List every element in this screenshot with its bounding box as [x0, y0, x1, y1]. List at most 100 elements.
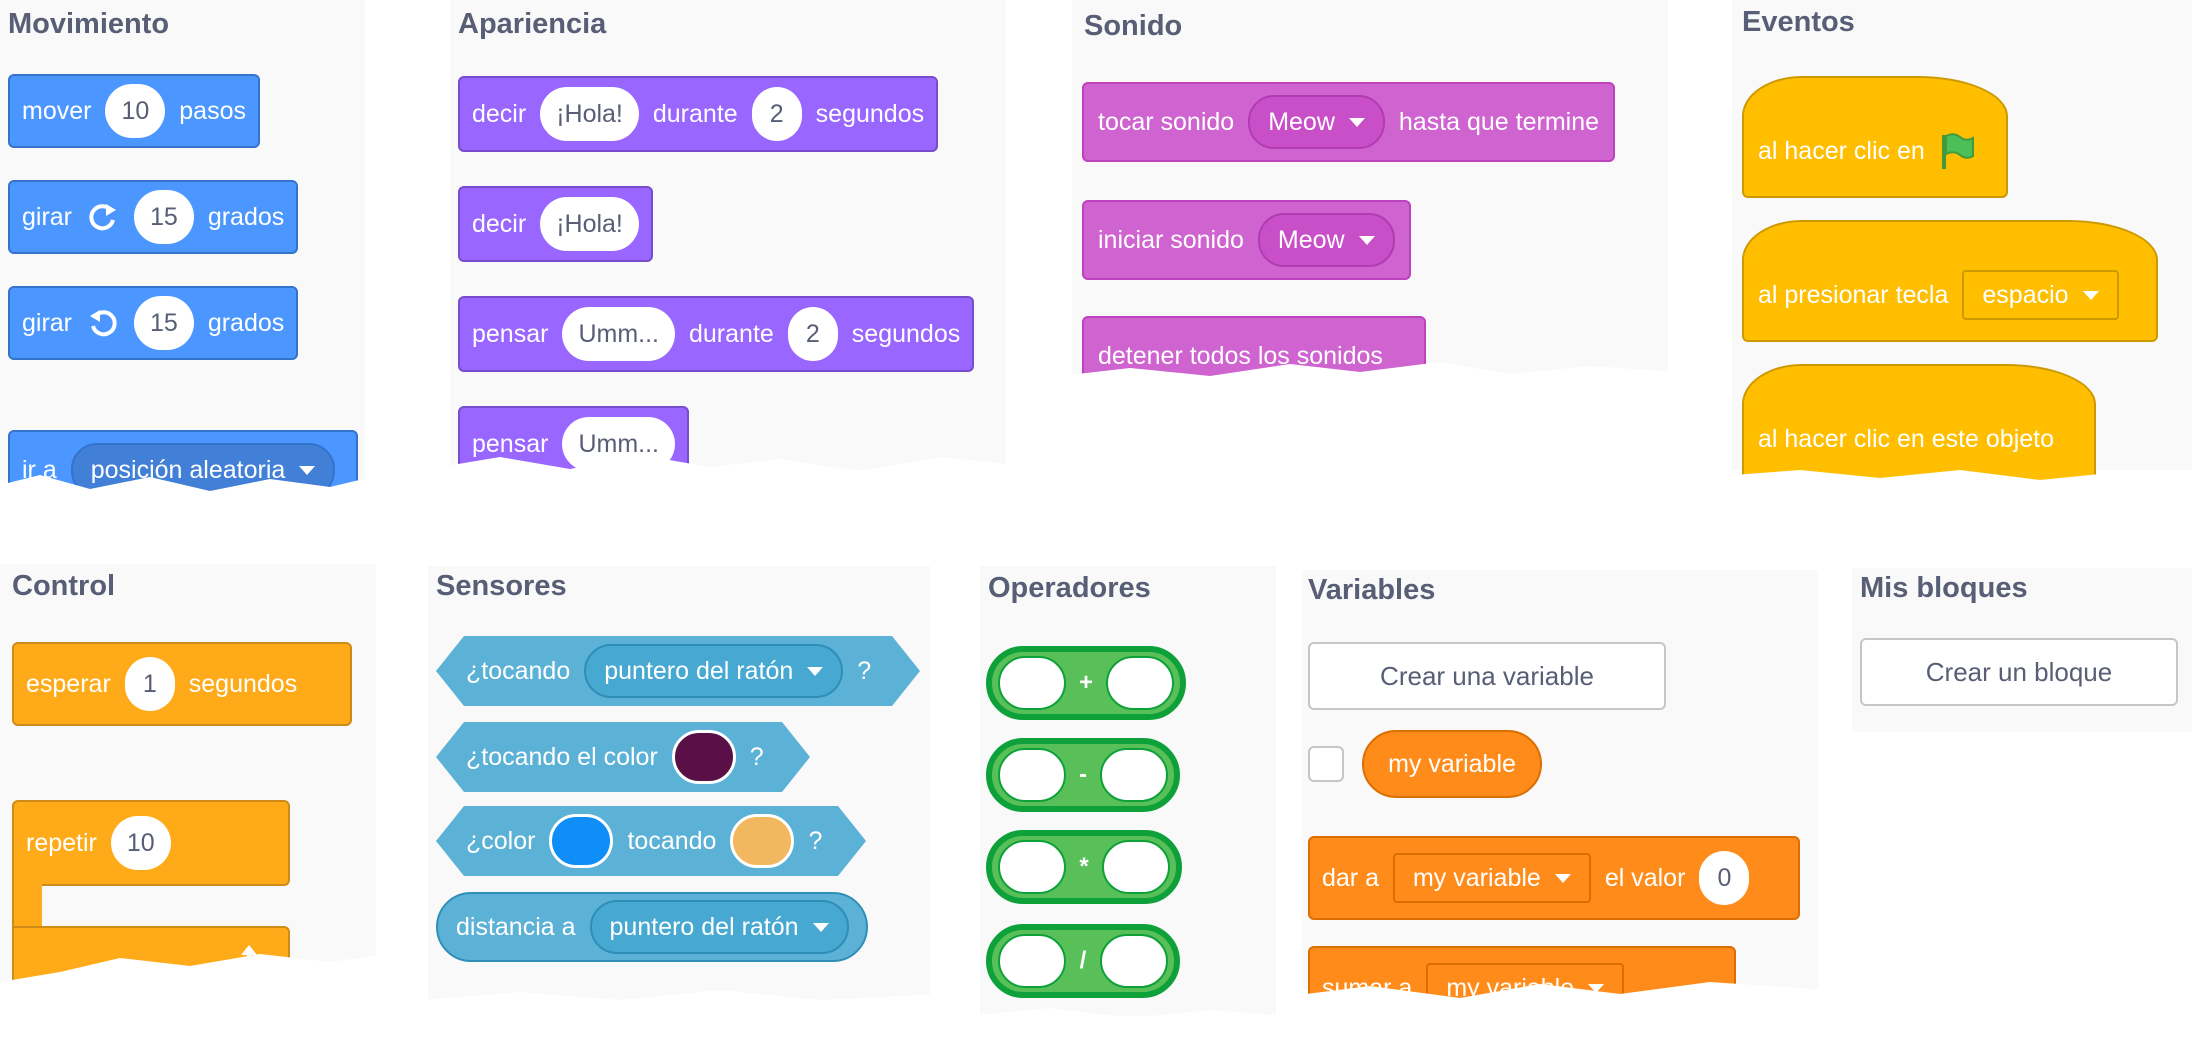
variable-dropdown[interactable]: my variable [1392, 853, 1591, 903]
object-dropdown[interactable]: puntero del ratón [584, 644, 843, 698]
sound-title: Sonido [1084, 10, 1183, 42]
divide-operator-block[interactable]: / [986, 924, 1180, 998]
repeat-header: repetir 10 [12, 800, 290, 886]
create-variable-button[interactable]: Crear una variable [1308, 642, 1666, 710]
color-picker[interactable] [549, 814, 613, 868]
wait-block[interactable]: esperar 1 segundos [12, 642, 352, 726]
variable-checkbox[interactable] [1308, 746, 1344, 782]
move-steps-block[interactable]: mover 10 pasos [8, 74, 260, 148]
chevron-down-icon [299, 465, 316, 475]
motion-title: Movimiento [8, 8, 170, 40]
operand-input[interactable] [998, 840, 1066, 894]
touching-block[interactable]: ¿tocando puntero del ratón ? [436, 636, 920, 706]
operator-symbol: - [1079, 761, 1087, 788]
say-for-block[interactable]: decir ¡Hola! durante 2 segundos [458, 76, 939, 152]
create-block-button[interactable]: Crear un bloque [1860, 638, 2178, 706]
torn-edge [420, 990, 940, 1043]
message-input[interactable]: Umm... [562, 307, 675, 361]
sensing-title: Sensores [436, 570, 567, 602]
degrees-input[interactable]: 15 [134, 190, 194, 244]
block-text: tocar sonido [1098, 107, 1235, 136]
seconds-input[interactable]: 2 [787, 307, 838, 361]
seconds-input[interactable]: 2 [751, 87, 802, 141]
block-text: girar [22, 308, 73, 337]
color-picker[interactable] [672, 730, 736, 784]
variables-title: Variables [1308, 574, 1436, 606]
say-block[interactable]: decir ¡Hola! [458, 186, 653, 262]
dropdown-value: my variable [1412, 863, 1541, 892]
multiply-operator-block[interactable]: * [986, 830, 1182, 904]
set-variable-block[interactable]: dar a my variable el valor 0 [1308, 836, 1800, 920]
block-text: repetir [26, 828, 97, 857]
operand-input[interactable] [1102, 840, 1170, 894]
add-operator-block[interactable]: + [986, 646, 1186, 720]
turn-left-block[interactable]: girar 15 grados [8, 286, 299, 360]
block-text: girar [22, 202, 73, 231]
play-sound-until-done-block[interactable]: tocar sonido Meow hasta que termine [1082, 82, 1616, 162]
steps-input[interactable]: 10 [105, 84, 166, 138]
block-text: ? [808, 826, 823, 855]
operand-input[interactable] [998, 934, 1066, 988]
my-blocks-title: Mis bloques [1860, 572, 2028, 604]
key-dropdown[interactable]: espacio [1962, 270, 2119, 320]
rotate-counterclockwise-icon [86, 306, 120, 340]
chevron-down-icon [2082, 290, 2099, 300]
rotate-clockwise-icon [86, 200, 120, 234]
sound-dropdown[interactable]: Meow [1257, 213, 1395, 267]
message-input[interactable]: ¡Hola! [540, 197, 639, 251]
block-text: hasta que termine [1398, 107, 1600, 136]
variable-name: my variable [1388, 749, 1516, 778]
block-text: grados [207, 202, 285, 231]
operator-symbol: * [1079, 853, 1089, 880]
block-text: pensar [472, 429, 549, 458]
object-dropdown[interactable]: puntero del ratón [589, 900, 849, 954]
operand-input[interactable] [1100, 748, 1168, 802]
block-text: segundos [188, 669, 298, 698]
chevron-down-icon [1554, 873, 1571, 883]
block-text: dar a [1322, 863, 1379, 892]
chevron-down-icon [807, 667, 823, 676]
chevron-down-icon [1358, 235, 1375, 245]
subtract-operator-block[interactable]: - [986, 738, 1180, 812]
torn-edge [1720, 470, 2192, 550]
seconds-input[interactable]: 1 [124, 657, 175, 711]
color-touching-color-block[interactable]: ¿color tocando ? [436, 806, 866, 876]
sound-dropdown[interactable]: Meow [1248, 95, 1385, 149]
value-input[interactable]: 0 [1699, 851, 1750, 905]
my-variable-reporter[interactable]: my variable [1362, 730, 1542, 798]
dropdown-value: posición aleatoria [90, 455, 286, 484]
touching-color-block[interactable]: ¿tocando el color ? [436, 722, 810, 792]
block-text: mover [22, 96, 92, 125]
green-flag-icon [1939, 132, 1975, 170]
start-sound-block[interactable]: iniciar sonido Meow [1082, 200, 1411, 280]
block-text: tocando [627, 826, 717, 855]
looks-title: Apariencia [458, 8, 607, 40]
operand-input[interactable] [1105, 656, 1174, 710]
block-text: durante [652, 99, 738, 128]
times-input[interactable]: 10 [110, 816, 171, 870]
block-text: distancia a [456, 912, 576, 941]
when-sprite-clicked-block[interactable]: al hacer clic en este objeto [1742, 364, 2096, 486]
when-key-pressed-block[interactable]: al presionar tecla espacio [1742, 220, 2158, 342]
block-text: pensar [472, 319, 549, 348]
chevron-down-icon [812, 922, 829, 932]
block-text: ? [857, 656, 872, 685]
torn-edge [1060, 362, 1680, 442]
torn-edge [1290, 982, 1830, 1043]
block-text: ¿tocando el color [466, 742, 658, 771]
degrees-input[interactable]: 15 [134, 296, 194, 350]
operator-symbol: + [1078, 669, 1093, 696]
when-flag-clicked-block[interactable]: al hacer clic en [1742, 76, 2008, 198]
color-picker[interactable] [730, 814, 794, 868]
block-text: durante [689, 319, 774, 348]
operand-input[interactable] [998, 748, 1066, 802]
turn-right-block[interactable]: girar 15 grados [8, 180, 299, 254]
message-input[interactable]: ¡Hola! [540, 87, 639, 141]
block-text: ¿tocando [466, 656, 571, 685]
operand-input[interactable] [1099, 934, 1168, 988]
distance-to-block[interactable]: distancia a puntero del ratón [436, 892, 868, 962]
operand-input[interactable] [998, 656, 1066, 710]
operator-symbol: / [1079, 947, 1087, 974]
repeat-block[interactable]: repetir 10 [12, 800, 290, 1000]
think-for-block[interactable]: pensar Umm... durante 2 segundos [458, 296, 975, 372]
